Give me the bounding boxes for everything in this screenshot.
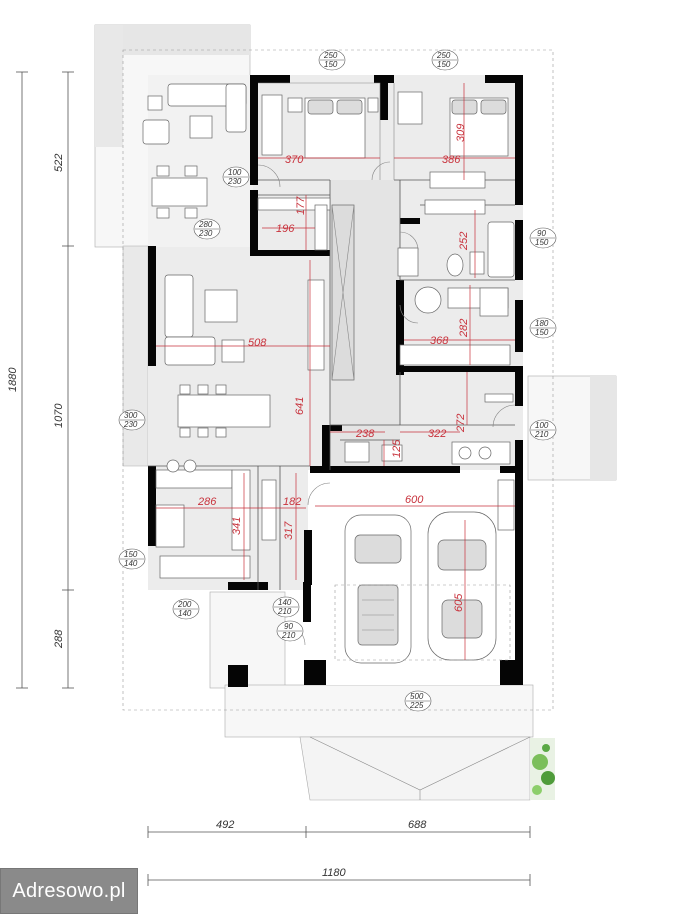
svg-text:140: 140 [178, 609, 192, 618]
overall-left-bottom: 288 [53, 629, 65, 649]
opening-badge: 140 210 [272, 596, 300, 618]
dim-utility-depth: 272 [455, 414, 467, 433]
garage-cars [334, 479, 515, 664]
living-top-furniture [142, 83, 247, 219]
svg-text:150: 150 [124, 550, 138, 559]
dim-garage-depth: 605 [453, 593, 465, 612]
entrance-canopy [224, 684, 534, 738]
terrace-right-paving [590, 376, 616, 480]
bedroom-2 [397, 91, 509, 189]
opening-badge: 500 225 [404, 690, 432, 712]
overall-dimension-lines [16, 71, 531, 886]
opening-badge: 180 150 [529, 317, 557, 339]
opening-badge: 100 230 [222, 166, 250, 188]
dim-kitchen-width: 286 [197, 496, 217, 508]
overall-left-top: 522 [53, 154, 65, 172]
svg-text:100: 100 [228, 168, 242, 177]
walls [148, 75, 523, 687]
terrace-top-left-side [95, 25, 123, 147]
kitchen [155, 459, 277, 579]
dim-wc-width: 238 [355, 428, 375, 440]
bathroom [397, 199, 515, 278]
opening-badge: 90 210 [276, 620, 304, 642]
svg-text:210: 210 [277, 607, 292, 616]
overall-left-middle: 1070 [53, 403, 65, 428]
opening-badge: 200 140 [172, 598, 200, 620]
logo-text: Adresowo.pl [12, 879, 126, 902]
svg-text:150: 150 [437, 60, 451, 69]
dim-bedroom-1-width: 370 [285, 154, 304, 166]
svg-text:230: 230 [227, 177, 242, 186]
overall-bottom-total: 1180 [322, 867, 347, 879]
closet [257, 197, 355, 381]
svg-text:150: 150 [535, 328, 549, 337]
dim-bedroom-2-width: 386 [442, 154, 461, 166]
driveway-fan [309, 736, 531, 800]
laundry [399, 286, 511, 366]
svg-text:200: 200 [177, 600, 192, 609]
opening-badge: 150 140 [118, 548, 146, 570]
dim-utility-width: 322 [428, 428, 446, 440]
svg-text:230: 230 [198, 229, 213, 238]
overall-left-total: 1880 [7, 367, 19, 392]
adresowo-logo[interactable]: Adresowo.pl [0, 868, 138, 914]
dining-table [177, 384, 271, 438]
svg-text:210: 210 [534, 430, 549, 439]
opening-badge: 280 230 [193, 218, 221, 240]
svg-text:250: 250 [436, 51, 451, 60]
opening-badge: 100 210 [529, 419, 557, 441]
svg-text:150: 150 [324, 60, 338, 69]
plant-icon [530, 738, 555, 800]
opening-badge: 90 150 [529, 227, 557, 249]
svg-text:225: 225 [409, 701, 424, 710]
dim-closet-depth: 177 [295, 196, 307, 215]
svg-text:210: 210 [281, 631, 296, 640]
living-furniture [164, 274, 325, 371]
svg-text:140: 140 [278, 598, 292, 607]
svg-text:180: 180 [535, 319, 549, 328]
dim-hall-depth: 641 [294, 397, 306, 415]
opening-badge: 250 150 [318, 49, 346, 71]
svg-text:140: 140 [124, 559, 138, 568]
svg-text:500: 500 [410, 692, 424, 701]
svg-text:90: 90 [537, 229, 546, 238]
dim-closet-width: 196 [276, 223, 295, 235]
bedroom-1 [261, 94, 379, 159]
dim-laundry-width: 368 [430, 335, 449, 347]
dim-living-width: 508 [248, 337, 267, 349]
opening-badge: 300 230 [118, 409, 146, 431]
svg-text:280: 280 [198, 220, 213, 229]
dim-pantry-width: 182 [283, 496, 301, 508]
svg-text:150: 150 [535, 238, 549, 247]
dashed-outline [122, 49, 554, 711]
red-dimension-lines [156, 83, 515, 660]
wc-utility [344, 393, 514, 465]
terrace-left-strip [122, 245, 149, 467]
svg-text:100: 100 [535, 421, 549, 430]
dim-pantry-depth: 317 [283, 521, 295, 540]
svg-text:250: 250 [323, 51, 338, 60]
overall-bottom-right: 688 [408, 819, 427, 831]
dim-bathroom-depth: 252 [458, 232, 470, 251]
svg-text:230: 230 [123, 420, 138, 429]
overall-bottom-left: 492 [216, 819, 234, 831]
driveway [299, 736, 531, 801]
dim-kitchen-depth: 341 [231, 517, 243, 535]
dim-laundry-depth: 282 [458, 319, 470, 338]
dim-bedroom-2-depth: 309 [455, 124, 467, 142]
svg-text:90: 90 [284, 622, 293, 631]
dim-wc-depth: 125 [391, 439, 403, 458]
dim-garage-width: 600 [405, 494, 424, 506]
svg-text:300: 300 [124, 411, 138, 420]
opening-badge: 250 150 [431, 49, 459, 71]
